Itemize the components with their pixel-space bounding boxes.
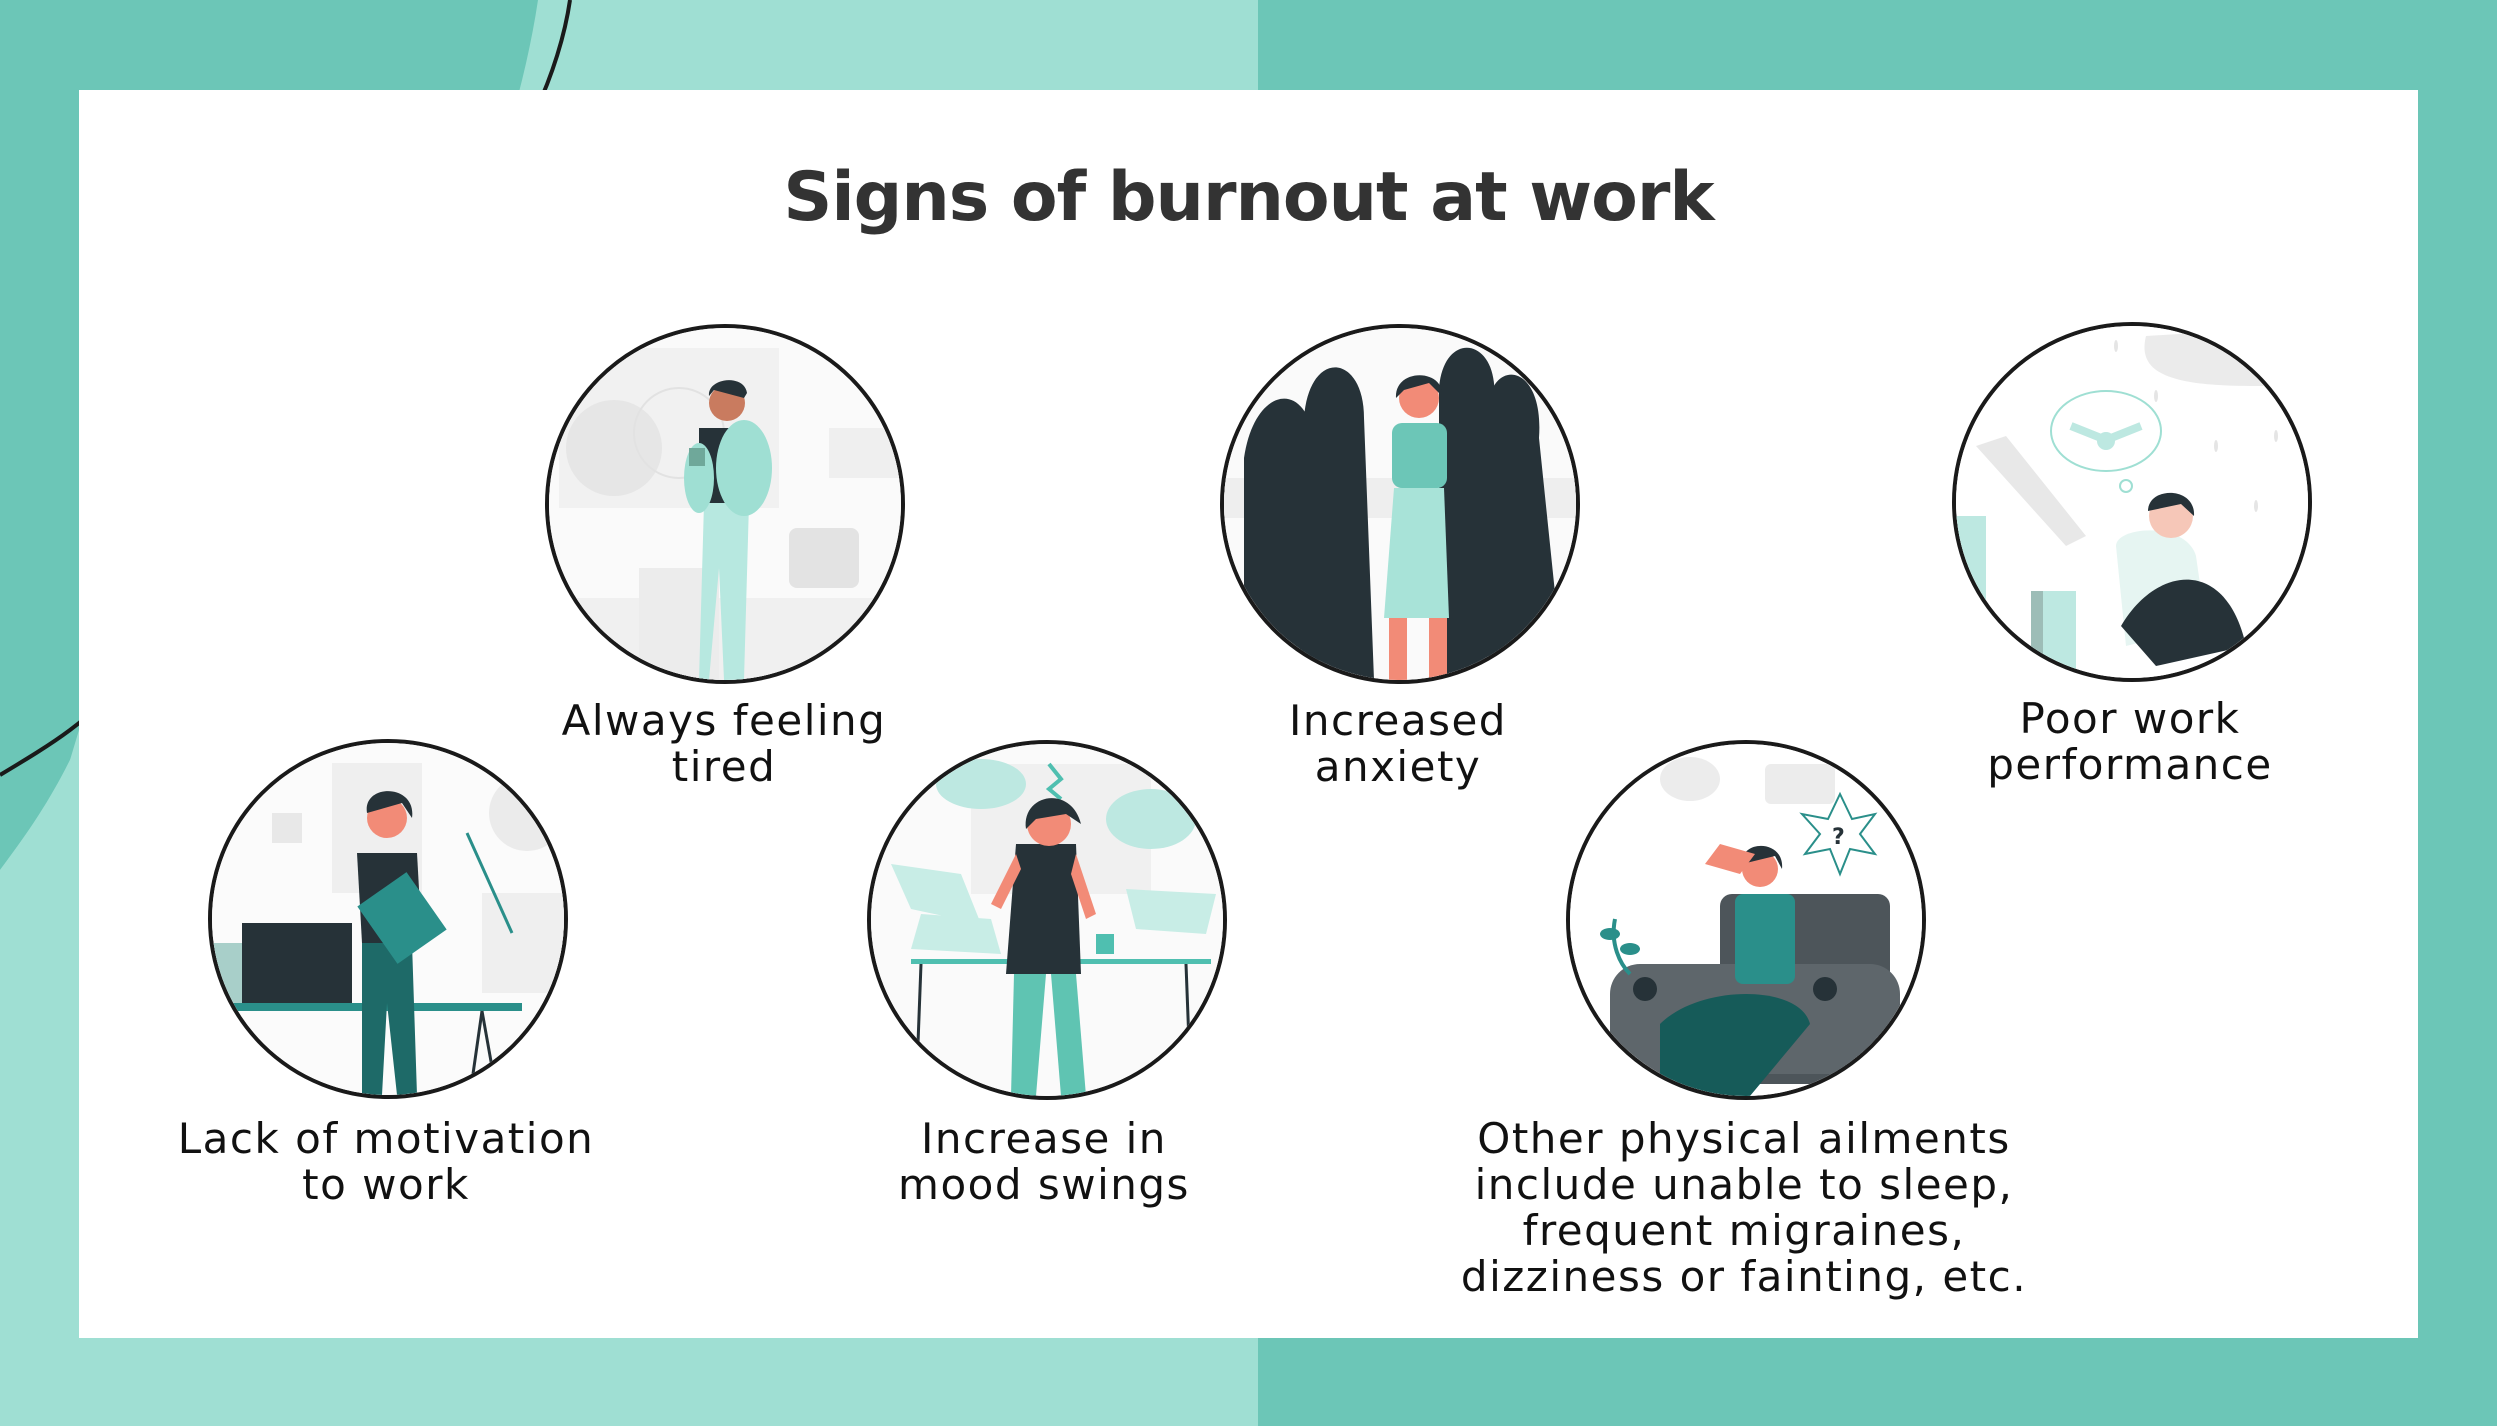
- label-line: Poor work: [2019, 694, 2241, 743]
- content-panel: [79, 90, 2418, 1338]
- svg-text:?: ?: [1832, 825, 1845, 850]
- sign-motivation-illustration: [208, 739, 568, 1099]
- tired-man-with-pillow-and-mug-icon: [549, 328, 901, 680]
- sign-tired-illustration: [545, 324, 905, 684]
- label-line: mood swings: [898, 1160, 1190, 1209]
- sign-label-physical: Other physical ailments include unable t…: [1424, 1116, 2064, 1300]
- sign-label-motivation: Lack of motivation to work: [66, 1116, 706, 1208]
- label-line: performance: [1987, 740, 2273, 789]
- sign-anxiety-illustration: [1220, 324, 1580, 684]
- sign-label-tired: Always feeling tired: [404, 698, 1044, 790]
- label-line: tired: [671, 742, 777, 791]
- label-line: Other physical ailments: [1477, 1114, 2011, 1163]
- label-line: frequent migraines,: [1522, 1206, 1966, 1255]
- sign-label-mood: Increase in mood swings: [724, 1116, 1364, 1208]
- page-title: Signs of burnout at work: [783, 158, 1714, 237]
- unmotivated-man-at-desk-icon: [212, 743, 564, 1095]
- label-line: include unable to sleep,: [1474, 1160, 2014, 1209]
- angry-woman-with-flying-papers-icon: [871, 744, 1223, 1096]
- sign-physical-illustration: ?: [1566, 740, 1926, 1100]
- label-line: to work: [302, 1160, 470, 1209]
- label-line: dizziness or fainting, etc.: [1460, 1252, 2028, 1301]
- label-line: Lack of motivation: [177, 1114, 595, 1163]
- sick-woman-on-armchair-icon: ?: [1570, 744, 1922, 1096]
- label-line: Increase in: [921, 1114, 1167, 1163]
- sign-performance-illustration: [1952, 322, 2312, 682]
- label-line: anxiety: [1314, 742, 1482, 791]
- sign-label-anxiety: Increased anxiety: [1078, 698, 1718, 790]
- sign-mood-illustration: [867, 740, 1227, 1100]
- sad-man-with-falling-chart-icon: [1956, 326, 2308, 678]
- sign-label-performance: Poor work performance: [1810, 696, 2450, 788]
- label-line: Increased: [1289, 696, 1507, 745]
- label-line: Always feeling: [561, 696, 887, 745]
- anxious-woman-in-crowd-icon: [1224, 328, 1576, 680]
